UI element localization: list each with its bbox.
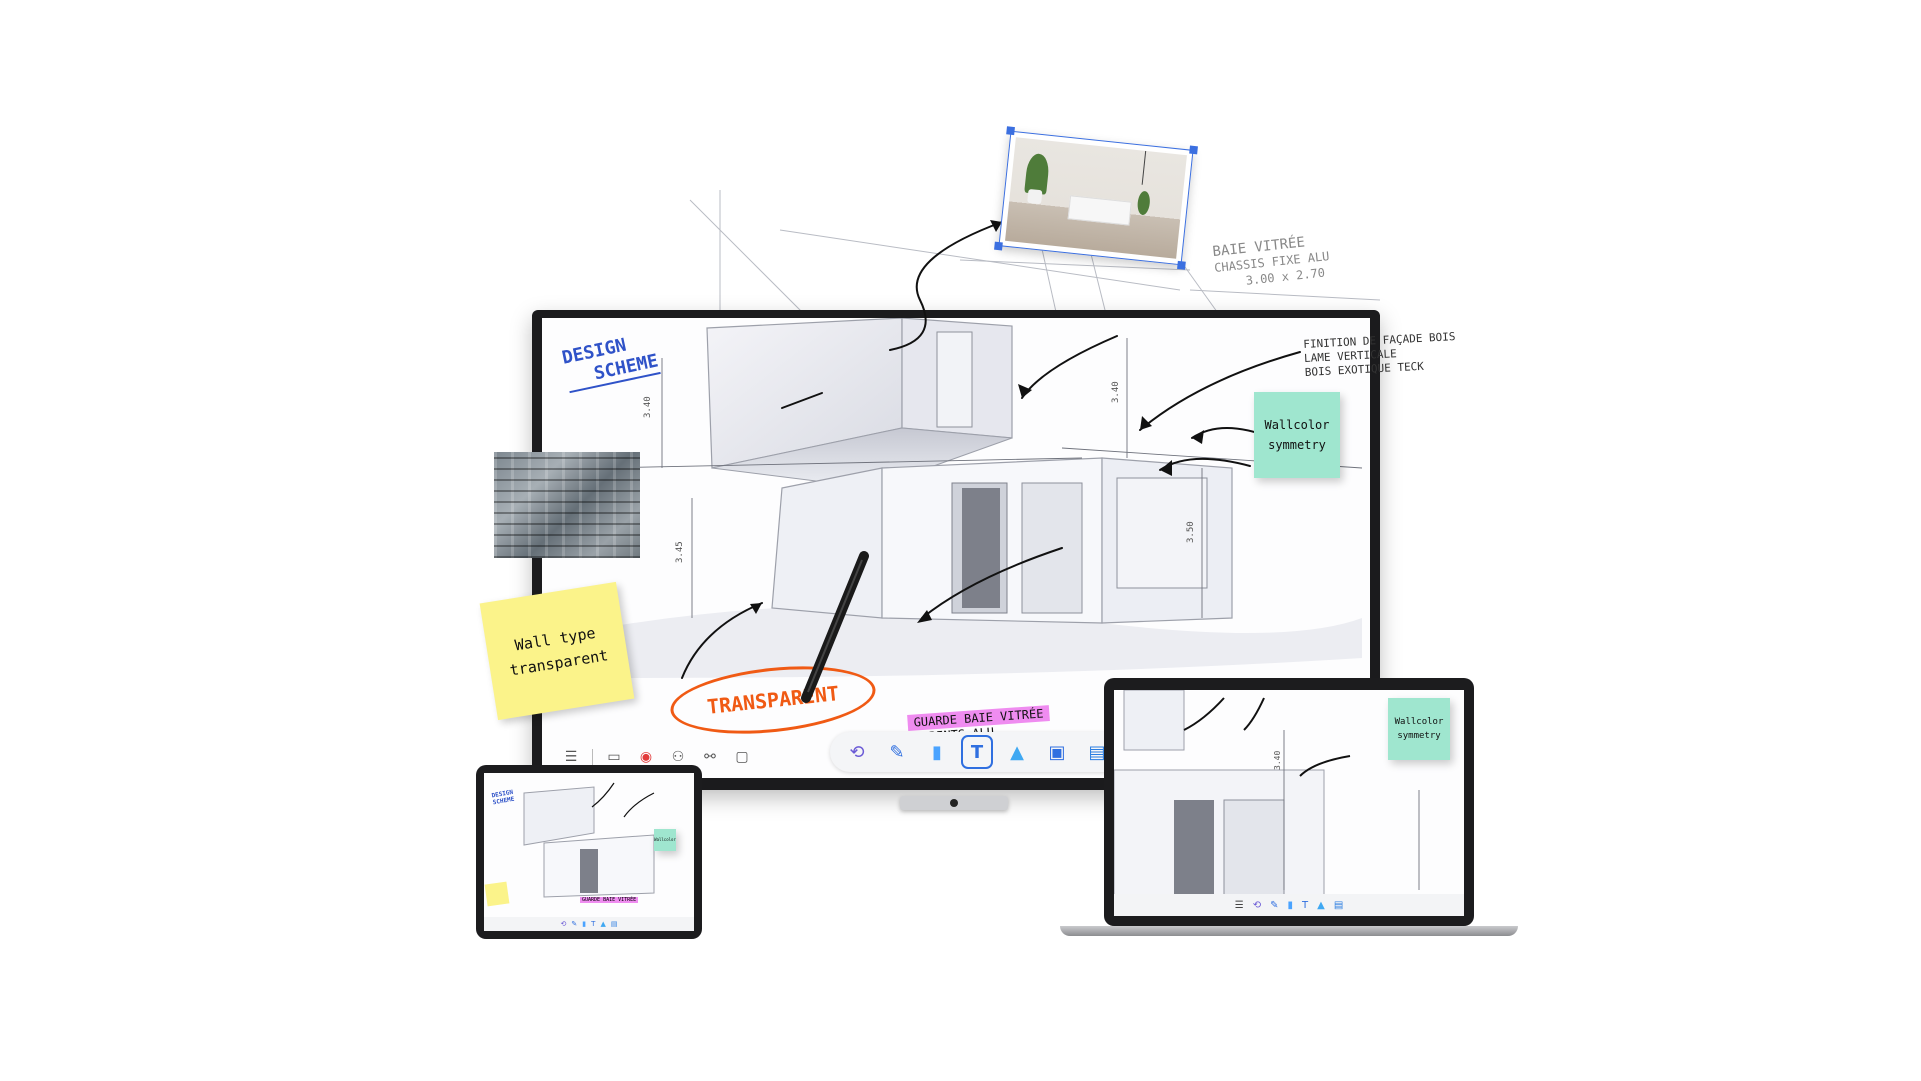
eraser-tool[interactable]: ▮ <box>932 741 942 763</box>
tablet-house-sketch <box>523 782 655 898</box>
laptop-menu-icon[interactable]: ☰ <box>1234 899 1244 911</box>
shape-tool[interactable]: ▲ <box>1010 741 1024 763</box>
laptop-house-sketch: 3.40 <box>1114 690 1420 901</box>
laptop-sticky-note[interactable]: Wallcolor symmetry <box>1388 698 1450 760</box>
laptop-sticky-note-text: Wallcolor symmetry <box>1394 717 1444 741</box>
tablet: DESIGN SCHEME Wallcolor GUARDE BAIE VITR… <box>476 765 702 939</box>
tablet-whiteboard-canvas[interactable]: DESIGN SCHEME Wallcolor GUARDE BAIE VITR… <box>484 773 694 931</box>
tablet-pen-icon[interactable]: ✎ <box>571 920 578 928</box>
laptop-pen-icon[interactable]: ✎ <box>1270 899 1279 911</box>
share-icon[interactable]: ⚯ <box>704 749 716 765</box>
house-sketch: 3.40 3.45 3.40 3.50 <box>601 318 1363 679</box>
sticky-note-wall-type[interactable]: Wall type transparent <box>479 581 635 721</box>
dimension-label-3: 3.40 <box>1111 381 1121 403</box>
stone-texture-image[interactable] <box>494 452 640 558</box>
tablet-shape-icon[interactable]: ▲ <box>600 920 606 928</box>
tablet-tool-dock: ⟲ ✎ ▮ T ▲ ▤ <box>484 917 694 931</box>
tablet-toolbox-icon[interactable]: ▤ <box>610 920 618 928</box>
tablet-text-icon[interactable]: T <box>591 920 596 928</box>
dimension-label-2: 3.45 <box>675 541 685 563</box>
lasso-select-tool[interactable]: ⟲ <box>849 741 865 763</box>
dimension-label-1: 3.40 <box>643 396 653 418</box>
text-tool[interactable]: T <box>961 735 993 769</box>
laptop-text-icon[interactable]: T <box>1302 899 1309 911</box>
panel-camera-bar <box>900 796 1008 810</box>
toolbar-divider <box>592 749 593 765</box>
camera-lens-icon <box>950 799 958 807</box>
tablet-sticky-yellow[interactable] <box>484 881 510 907</box>
dimension-label-4: 3.50 <box>1186 521 1196 543</box>
laptop-dimension-label: 3.40 <box>1273 751 1282 770</box>
add-user-icon[interactable]: ⚇ <box>671 749 685 765</box>
save-icon[interactable]: ▭ <box>607 749 621 765</box>
room-photo-image <box>1005 137 1187 259</box>
laptop: 3.40 Wallcolor symmetry ☰ ⟲ ✎ ▮ T ▲ ▤ <box>1104 678 1474 926</box>
tablet-sticky-mint-text: Wallcolor <box>654 837 676 842</box>
note-tool[interactable]: ▣ <box>1048 741 1066 763</box>
board-left-toolbar: ☰ ▭ ◉ ⚇ ⚯ ▢ <box>560 746 753 768</box>
stylus-pen-icon <box>801 551 869 703</box>
laptop-shape-icon[interactable]: ▲ <box>1317 899 1325 911</box>
tablet-sticky-mint[interactable]: Wallcolor <box>654 829 676 851</box>
laptop-whiteboard-canvas[interactable]: 3.40 Wallcolor symmetry ☰ ⟲ ✎ ▮ T ▲ ▤ <box>1114 690 1464 916</box>
laptop-base <box>1060 926 1518 936</box>
record-icon[interactable]: ◉ <box>639 749 653 765</box>
resize-handle-bottom-right[interactable] <box>1177 260 1186 270</box>
pen-tool[interactable]: ✎ <box>889 741 905 763</box>
comment-icon[interactable]: ▢ <box>735 749 749 765</box>
resize-handle-top-right[interactable] <box>1189 145 1198 155</box>
laptop-toolbox-icon[interactable]: ▤ <box>1333 899 1344 911</box>
tablet-lasso-icon[interactable]: ⟲ <box>560 920 567 928</box>
resize-handle-top-left[interactable] <box>1006 126 1015 136</box>
inserted-room-photo[interactable] <box>994 126 1198 270</box>
toolbox-tool[interactable]: ▤ <box>1088 741 1106 763</box>
laptop-tool-dock: ☰ ⟲ ✎ ▮ T ▲ ▤ <box>1114 894 1464 916</box>
menu-icon[interactable]: ☰ <box>564 749 578 765</box>
laptop-eraser-icon[interactable]: ▮ <box>1287 899 1293 911</box>
laptop-lasso-icon[interactable]: ⟲ <box>1252 899 1262 911</box>
sticky-note-wall-type-text: Wall type transparent <box>508 623 610 680</box>
sticky-note-wallcolor-text: Wallcolor symmetry <box>1264 418 1330 452</box>
resize-handle-bottom-left[interactable] <box>994 241 1003 251</box>
sticky-note-wallcolor[interactable]: Wallcolor symmetry <box>1254 392 1340 478</box>
tablet-eraser-icon[interactable]: ▮ <box>582 920 587 928</box>
tablet-highlight-note: GUARDE BAIE VITRÉE <box>580 897 639 903</box>
tool-dock: ⟲ ✎ ▮ T ▲ ▣ ▤ <box>830 732 1124 772</box>
